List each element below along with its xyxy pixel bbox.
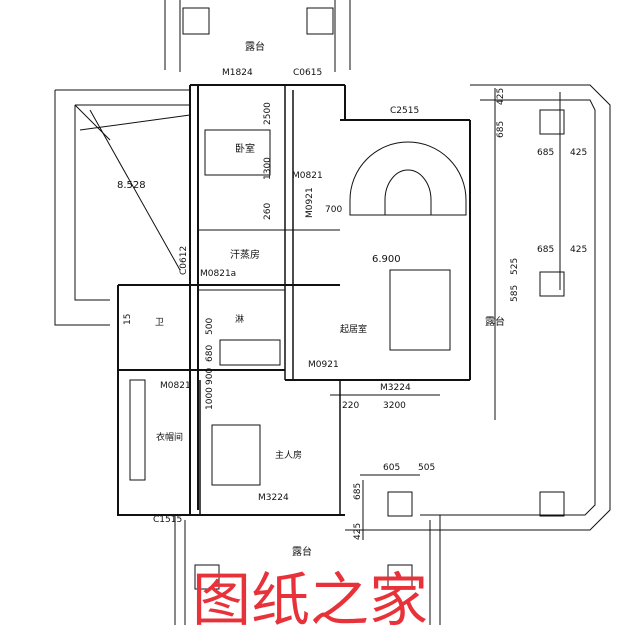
dim-425-r3: 425	[570, 245, 587, 255]
dim-220: 220	[342, 401, 359, 411]
dim-525: 525	[510, 258, 520, 275]
room-terrace-top: 露台	[245, 40, 265, 53]
room-terrace-right: 露台	[485, 315, 505, 328]
label-c2515: C2515	[390, 106, 419, 116]
room-living: 起居室	[340, 323, 367, 335]
dim-3200: 3200	[383, 401, 406, 411]
dim-425-r1: 425	[496, 88, 506, 105]
dim-2500: 2500	[263, 102, 273, 125]
dim-585: 585	[510, 285, 520, 302]
dim-900: 900	[205, 368, 215, 385]
room-sauna: 汗蒸房	[230, 248, 260, 261]
dim-685-r1: 685	[496, 121, 506, 138]
dim-605: 605	[383, 463, 400, 473]
label-c0612: C0612	[179, 246, 189, 275]
dim-700: 700	[325, 205, 342, 215]
room-wardrobe: 衣帽间	[156, 431, 183, 443]
dim-15: 15	[123, 314, 133, 325]
room-terrace-bottom: 露台	[292, 545, 312, 558]
room-bath: 卫	[155, 318, 164, 328]
dim-505: 505	[418, 463, 435, 473]
label-m0921: M0921	[305, 187, 315, 218]
terrace-top-outline	[164, 0, 351, 70]
watermark: 图纸之家	[192, 566, 428, 629]
dim-685-r3: 685	[537, 245, 554, 255]
dim-680: 680	[205, 345, 215, 362]
room-master: 主人房	[275, 449, 302, 461]
label-c0615: C0615	[293, 68, 322, 78]
bed-icon	[204, 129, 271, 176]
dim-1000: 1000	[205, 387, 215, 410]
label-m0821-left: M0821	[160, 381, 191, 391]
wardrobe-rack-icon	[129, 379, 146, 481]
wall-outer	[117, 285, 345, 516]
level-floor: 6.900	[372, 254, 401, 265]
label-m3224-master: M3224	[258, 493, 289, 503]
label-m1824: M1824	[222, 68, 253, 78]
dim-685-r2: 685	[537, 148, 554, 158]
terrace-right-outline	[345, 84, 611, 531]
label-m0821a: M0821a	[200, 269, 236, 279]
dim-425-r2: 425	[570, 148, 587, 158]
dim-500: 500	[205, 318, 215, 335]
wall-left	[189, 85, 199, 515]
label-m0821: M0821	[292, 171, 323, 181]
bathtub-icon	[219, 339, 281, 366]
bed-icon	[211, 424, 261, 486]
label-m3224-living: M3224	[380, 383, 411, 393]
terrace-bottom-outline	[174, 515, 441, 625]
room-bedroom: 卧室	[235, 142, 255, 155]
roof-outline	[54, 89, 190, 326]
dim-260: 260	[263, 203, 273, 220]
room-shower: 淋	[235, 313, 244, 325]
sofa-icon	[389, 269, 451, 351]
label-c1515: C1515	[153, 515, 182, 525]
dim-685-bottom: 685	[353, 483, 363, 500]
level-roof: 8.528	[117, 180, 146, 191]
label-m0921-mid: M0921	[308, 360, 339, 370]
dim-1300: 1300	[263, 157, 273, 180]
spiral-stair	[349, 141, 467, 216]
dim-425-bottom: 425	[353, 523, 363, 540]
